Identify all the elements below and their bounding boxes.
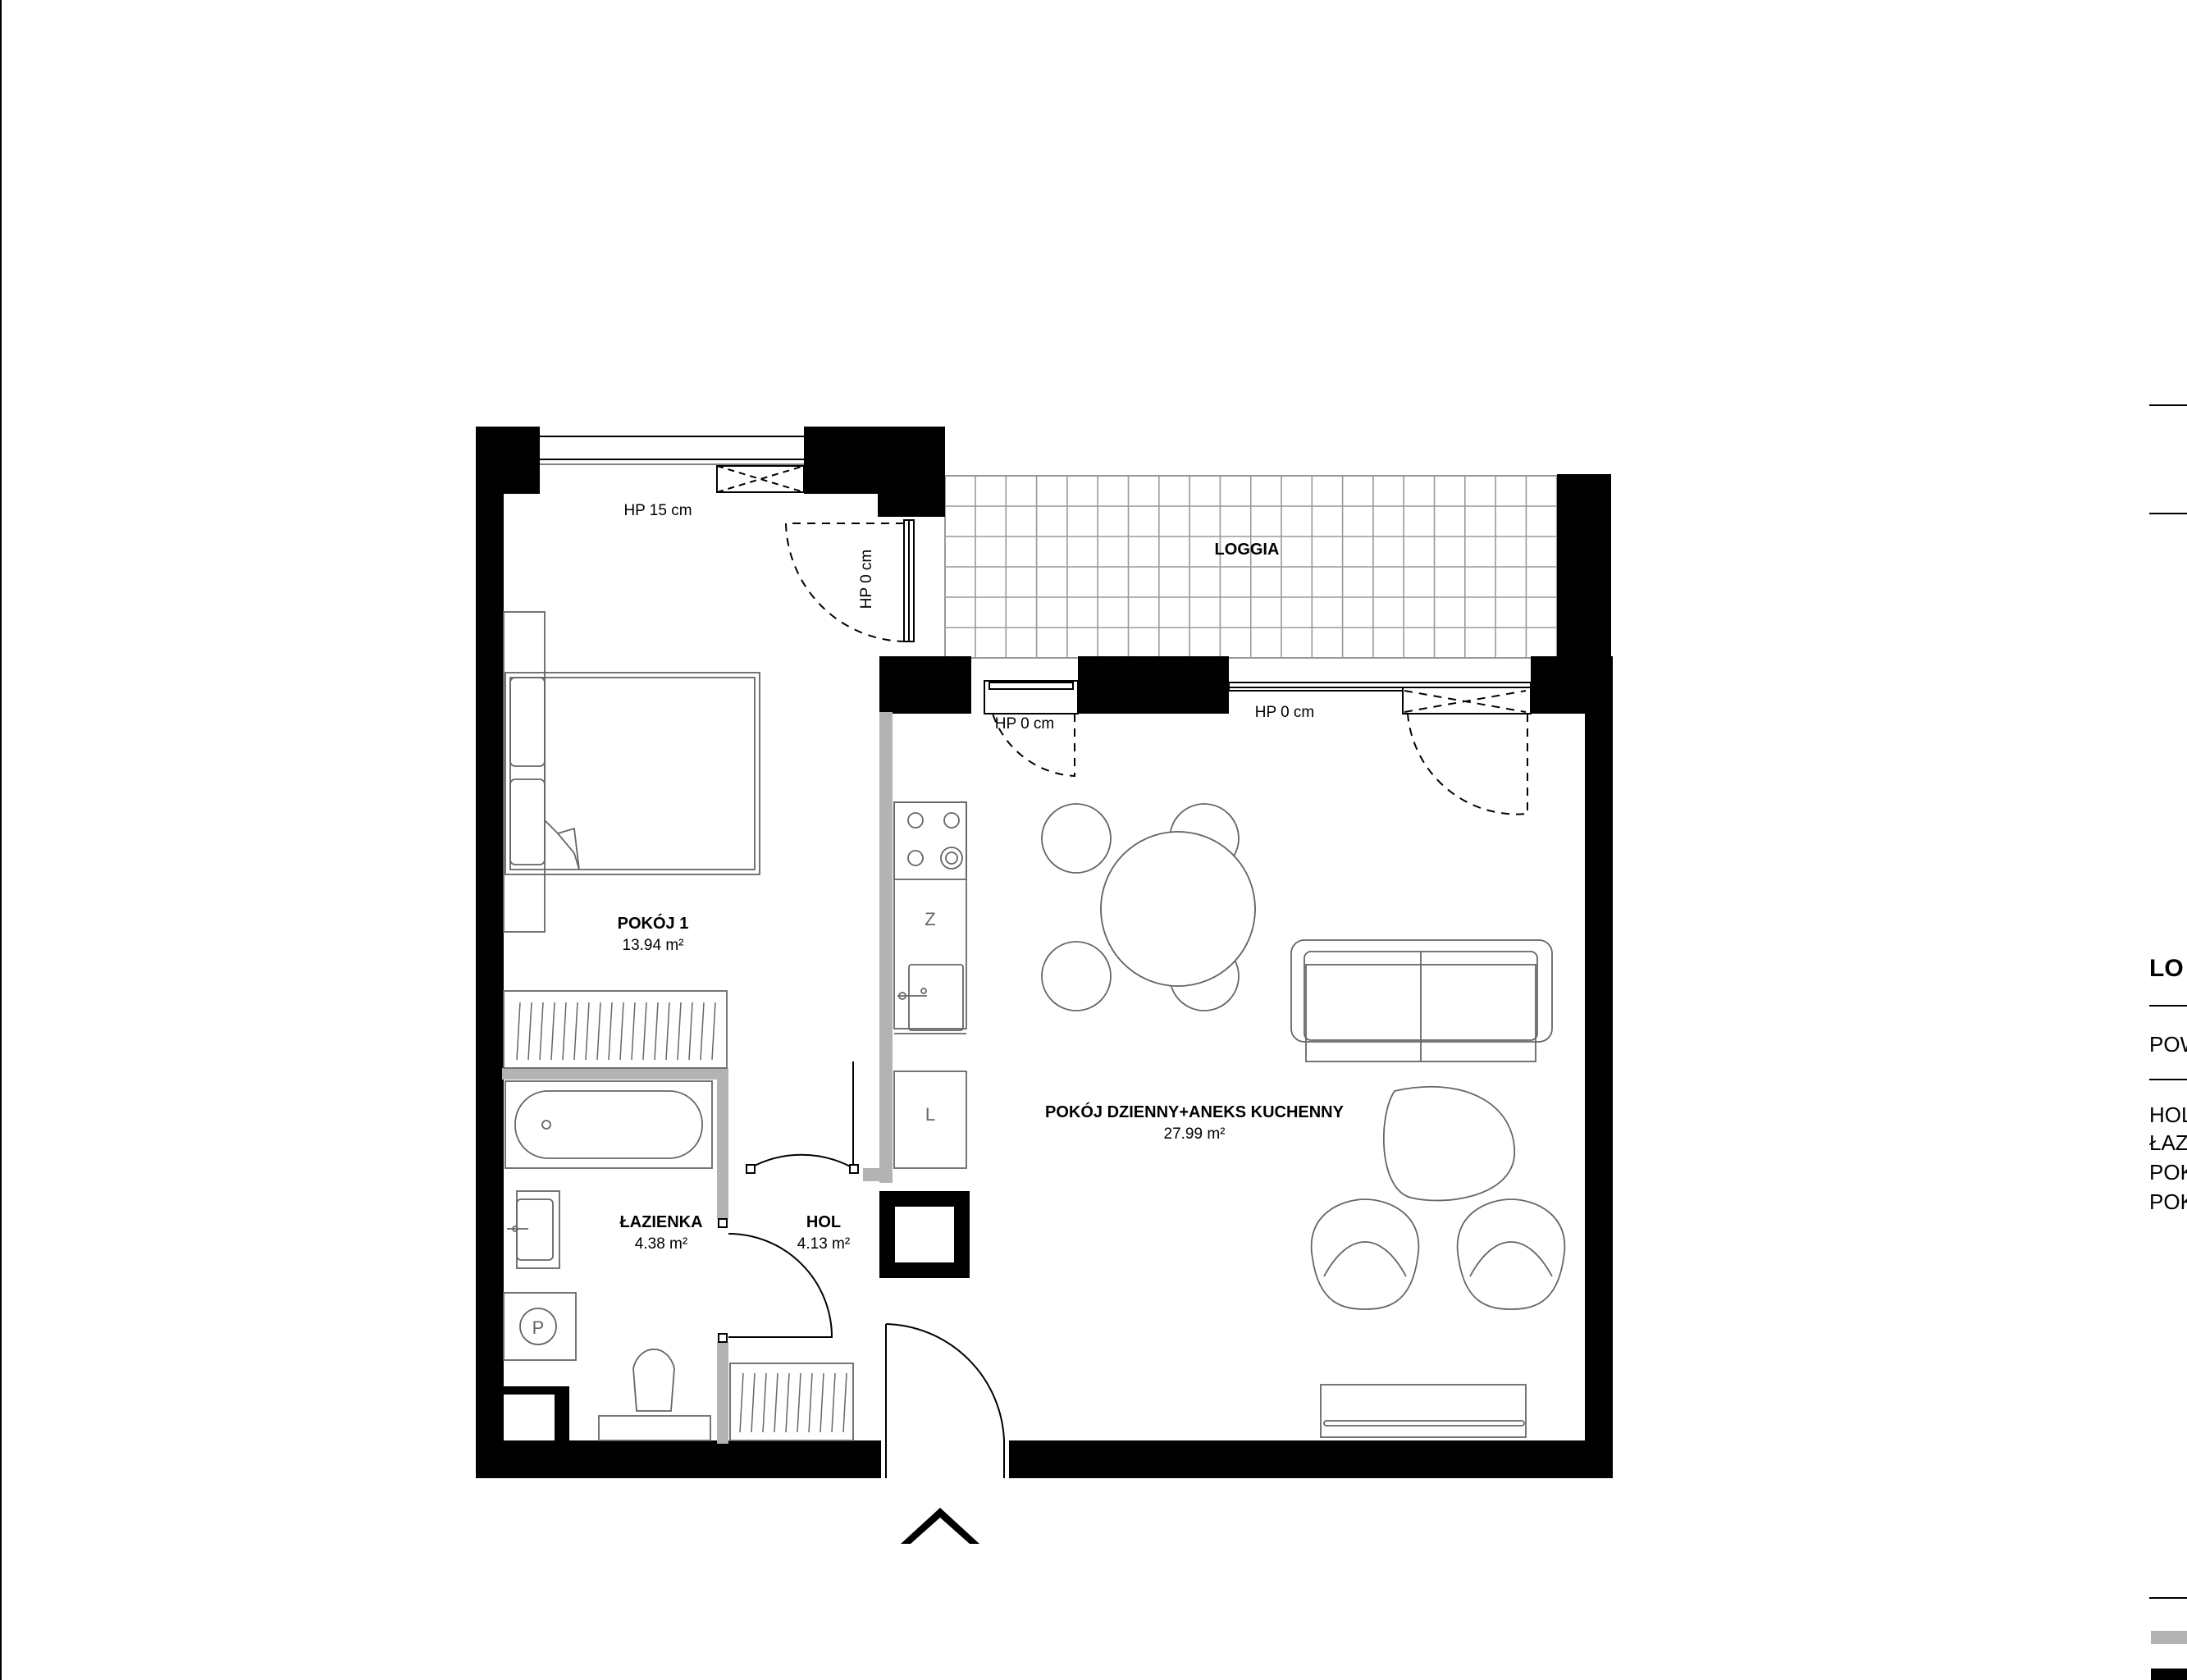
- hanger-line: [550, 1002, 555, 1061]
- bathroom-name: ŁAZIENKA: [619, 1213, 702, 1231]
- washing-machine: [503, 1292, 577, 1361]
- hanger-line: [842, 1372, 847, 1433]
- side-panel-subtitle: POW: [2149, 1032, 2187, 1057]
- hanger-line: [516, 1002, 521, 1061]
- room1-area: 13.94 m²: [623, 937, 684, 954]
- side-list-item: POK: [2149, 1160, 2187, 1185]
- loggia-window: [1228, 682, 1532, 815]
- shaft: [893, 1205, 956, 1264]
- hanger-line: [596, 1002, 601, 1061]
- wall-niche: [504, 1395, 555, 1440]
- hanger-line: [700, 1002, 705, 1061]
- bathtub: [505, 1080, 713, 1169]
- exterior-walls: [476, 427, 1613, 1478]
- hanger-line: [751, 1372, 756, 1433]
- dishwasher-mark: L: [925, 1104, 935, 1125]
- top-window: [540, 435, 805, 494]
- hanger-line: [797, 1372, 801, 1433]
- hanger-line: [688, 1002, 693, 1061]
- hanger-line: [562, 1002, 567, 1061]
- side-panel-title: LO: [2149, 955, 2184, 982]
- furniture: [503, 611, 1566, 1441]
- hanger-line: [539, 1002, 544, 1061]
- hall-name: HOL: [806, 1213, 841, 1231]
- hanger-line: [739, 1372, 744, 1433]
- entrance-arrow-icon: [901, 1508, 979, 1544]
- living-room-area: 27.99 m²: [1164, 1125, 1226, 1143]
- hanger-line: [665, 1002, 670, 1061]
- interior-partitions: [502, 712, 893, 1444]
- bathroom-sink: [507, 1190, 560, 1269]
- bed: [503, 611, 760, 933]
- hanger-line: [573, 1002, 578, 1061]
- fridge-mark: Z: [925, 909, 935, 929]
- legend-swatch-grey: [2151, 1631, 2187, 1644]
- kitchen-counter: [893, 801, 967, 1169]
- loggia-area: [944, 475, 1558, 659]
- hanger-line: [677, 1002, 682, 1061]
- toilet: [598, 1348, 711, 1441]
- side-list-item: HOL: [2149, 1102, 2187, 1127]
- coffee-table: [1383, 1085, 1515, 1202]
- washer-mark: P: [532, 1317, 545, 1338]
- hanger-line: [785, 1372, 790, 1433]
- hanger-line: [774, 1372, 778, 1433]
- sofa: [1290, 939, 1553, 1062]
- side-list-item: ŁAZ: [2149, 1130, 2187, 1155]
- hanger-line: [585, 1002, 590, 1061]
- side-list-item: POK: [2149, 1189, 2187, 1214]
- hanger-line: [631, 1002, 636, 1061]
- hanger-line: [608, 1002, 613, 1061]
- loggia-window-height: HP 0 cm: [1255, 704, 1315, 721]
- living-room-name: POKÓJ DZIENNY+ANEKS KUCHENNY: [1045, 1102, 1345, 1121]
- tv-console: [1320, 1384, 1527, 1438]
- hall-area: 4.13 m²: [797, 1235, 850, 1253]
- wardrobe-hangers: [516, 1002, 716, 1061]
- armchairs: [1310, 1198, 1566, 1310]
- hall-wardrobe-hangers: [739, 1372, 847, 1433]
- hanger-line: [642, 1002, 647, 1061]
- hanger-line: [619, 1002, 624, 1061]
- bathroom-area: 4.38 m²: [635, 1235, 687, 1253]
- legend-swatch-black: [2151, 1669, 2187, 1680]
- top-window-height: HP 15 cm: [623, 502, 692, 519]
- side-door-height: HP 0 cm: [858, 550, 875, 609]
- hanger-line: [831, 1372, 836, 1433]
- loggia-tile-grid: [945, 476, 1558, 658]
- hanger-line: [820, 1372, 824, 1433]
- wardrobe: [503, 990, 728, 1069]
- loggia-name: LOGGIA: [1215, 541, 1280, 559]
- hall-wardrobe: [729, 1363, 854, 1441]
- hanger-line: [527, 1002, 532, 1061]
- room1-name: POKÓJ 1: [618, 913, 689, 933]
- side-door: [784, 519, 915, 642]
- dining-set: [1041, 803, 1256, 1011]
- hanger-line: [808, 1372, 813, 1433]
- room-labels: HP 15 cm HP 0 cm LOGGIA HP 0 cm HP 0 cm …: [532, 502, 1345, 1338]
- side-panel: LO POW HOL ŁAZ POK POK: [2149, 404, 2187, 1680]
- interior-doors: [718, 1061, 1005, 1478]
- hanger-line: [711, 1002, 716, 1061]
- hanger-line: [762, 1372, 767, 1433]
- loggia-door-left: [984, 680, 1079, 778]
- loggia-door-height: HP 0 cm: [995, 715, 1055, 733]
- hanger-line: [654, 1002, 659, 1061]
